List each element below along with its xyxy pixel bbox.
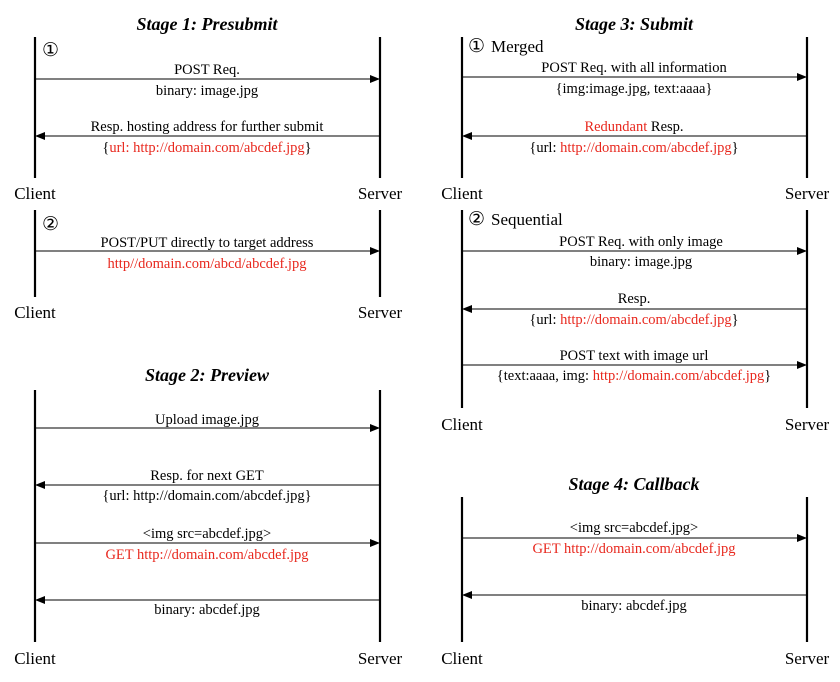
stage1-msg2-label: Resp. hosting address for further submit [91, 119, 324, 135]
stage1-client-label-2: Client [14, 303, 56, 322]
stage2-msg1-label: Upload image.jpg [155, 412, 259, 428]
stage3-title: Stage 3: Submit [575, 14, 694, 34]
stage1-case2-number: ② [42, 214, 59, 235]
stage1-case1-number: ① [42, 40, 59, 61]
stage2-client-label: Client [14, 649, 56, 668]
stage4-msg1-detail: GET http://domain.com/abcdef.jpg [532, 541, 735, 557]
stage3-merged-msg1-label: POST Req. with all information [541, 60, 727, 76]
stage3-seq-client-label: Client [441, 415, 483, 434]
stage3-seq-server-label: Server [785, 415, 830, 434]
stage4-client-label: Client [441, 649, 483, 668]
stage3-merged-number: ① [468, 36, 485, 57]
stage3-seq-msg1-detail: binary: image.jpg [590, 254, 692, 270]
stage3-merged-msg1-detail: {img:image.jpg, text:aaaa} [556, 81, 713, 97]
stage3-seq-msg2-label: Resp. [618, 291, 651, 307]
stage3-merged-msg2-detail: {url: http://domain.com/abcdef.jpg} [529, 140, 738, 156]
stage3-merged-server-label: Server [785, 184, 830, 203]
stage3-seq-msg2-detail: {url: http://domain.com/abcdef.jpg} [529, 312, 738, 328]
stage3-sequential-label: Sequential [491, 210, 563, 229]
stage1-title: Stage 1: Presubmit [136, 14, 278, 34]
stage3-seq-msg3-detail: {text:aaaa, img: http://domain.com/abcde… [497, 368, 771, 384]
stage3-seq-msg3-label: POST text with image url [560, 348, 709, 364]
stage2-server-label: Server [358, 649, 403, 668]
stage1-case2-msg-label: POST/PUT directly to target address [101, 235, 314, 251]
stage2-msg3-label: <img src=abcdef.jpg> [143, 526, 271, 542]
stage2-msg3-detail: GET http://domain.com/abcdef.jpg [105, 547, 308, 563]
stage1-msg2-detail: {url: http://domain.com/abcdef.jpg} [102, 140, 311, 156]
stage3-seq-msg1-label: POST Req. with only image [559, 234, 723, 250]
stage4-title: Stage 4: Callback [569, 474, 700, 494]
stage1-server-label-2: Server [358, 303, 403, 322]
stage1-client-label-1: Client [14, 184, 56, 203]
stage1-msg1-detail: binary: image.jpg [156, 83, 258, 99]
stage4-msg1-label: <img src=abcdef.jpg> [570, 520, 698, 536]
stage1-server-label-1: Server [358, 184, 403, 203]
stage4-server-label: Server [785, 649, 830, 668]
stage2-msg2-label: Resp. for next GET [150, 468, 264, 484]
stage1-msg1-label: POST Req. [174, 62, 240, 78]
stage4-msg2-label: binary: abcdef.jpg [581, 598, 687, 614]
stage2-title: Stage 2: Preview [145, 365, 270, 385]
stage2-msg4-label: binary: abcdef.jpg [154, 602, 260, 618]
stage1-case2-msg-detail: http//domain.com/abcd/abcdef.jpg [108, 256, 307, 272]
stage2-msg2-detail: {url: http://domain.com/abcdef.jpg} [102, 488, 311, 504]
stage3-sequential-number: ② [468, 209, 485, 230]
stage3-merged-msg2-label: Redundant Resp. [584, 119, 683, 135]
stage3-merged-label: Merged [491, 37, 544, 56]
stage3-merged-client-label: Client [441, 184, 483, 203]
